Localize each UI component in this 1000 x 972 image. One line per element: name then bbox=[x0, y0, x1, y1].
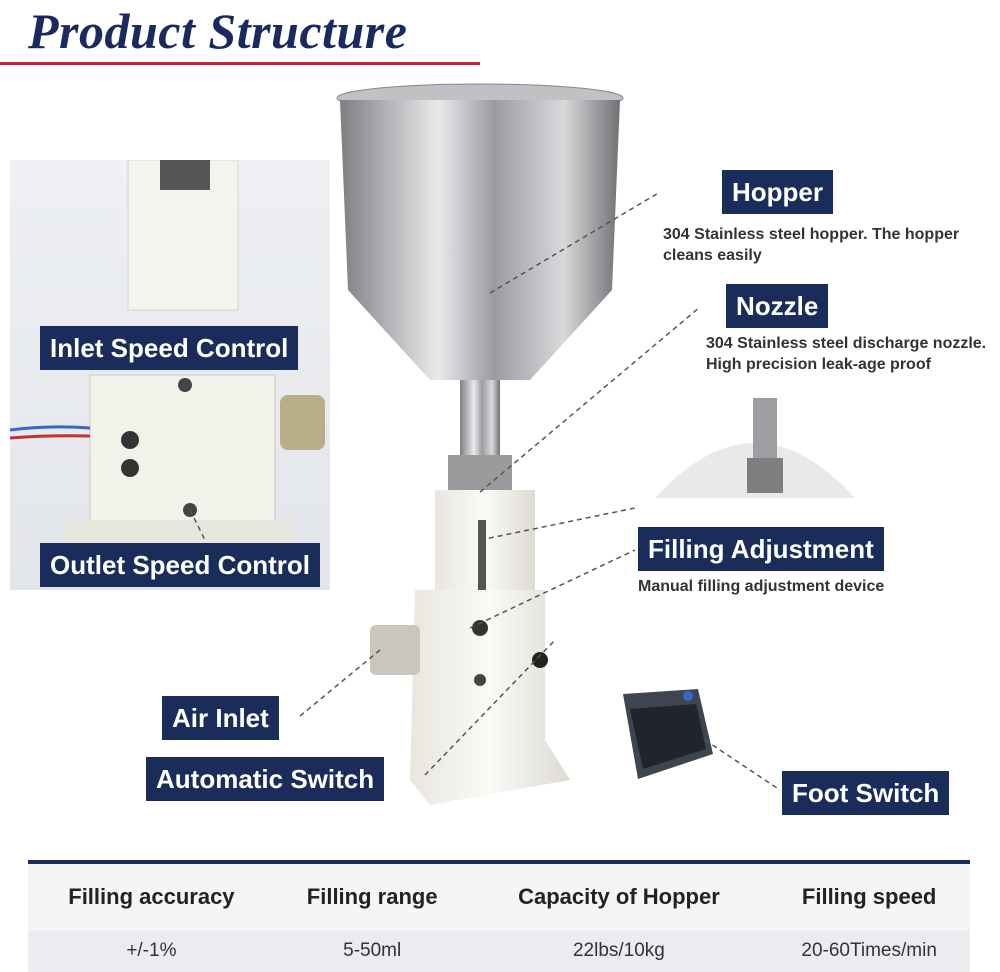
spec-header: Filling accuracy bbox=[28, 860, 275, 930]
nozzle-closeup bbox=[655, 398, 855, 498]
spec-header: Filling speed bbox=[768, 860, 970, 930]
inlet-speed-control-label: Inlet Speed Control bbox=[40, 326, 299, 370]
hopper-description: 304 Stainless steel hopper. The hopper c… bbox=[663, 226, 960, 264]
title-underline bbox=[0, 62, 480, 65]
air-inlet-label: Air Inlet bbox=[162, 696, 279, 740]
nozzle-label: Nozzle bbox=[726, 284, 829, 328]
nozzle-description: 304 Stainless steel discharge nozzle. Hi… bbox=[706, 335, 987, 373]
specs-table: Filling accuracy Filling range Capacity … bbox=[28, 860, 970, 972]
leader-lines bbox=[189, 191, 781, 791]
specs-header-row: Filling accuracy Filling range Capacity … bbox=[28, 860, 970, 930]
spec-value: 22lbs/10kg bbox=[469, 930, 769, 972]
spec-value: +/-1% bbox=[28, 930, 275, 972]
foot-switch-illustration bbox=[623, 689, 713, 779]
outlet-speed-control-label: Outlet Speed Control bbox=[40, 543, 320, 587]
inset-photo bbox=[9, 159, 330, 590]
spec-header: Capacity of Hopper bbox=[469, 860, 769, 930]
hopper-label: Hopper bbox=[722, 170, 833, 214]
page-title: Product Structure bbox=[28, 3, 408, 59]
filling-adjustment-label: Filling Adjustment bbox=[638, 527, 884, 571]
spec-header: Filling range bbox=[274, 860, 470, 930]
foot-switch-label: Foot Switch bbox=[782, 771, 950, 815]
spec-value: 20-60Times/min bbox=[768, 930, 970, 972]
specs-value-row: +/-1% 5-50ml 22lbs/10kg 20-60Times/min bbox=[28, 930, 970, 972]
automatic-switch-label: Automatic Switch bbox=[146, 757, 385, 801]
spec-value: 5-50ml bbox=[274, 930, 470, 972]
filling-machine-illustration bbox=[336, 83, 624, 805]
speed-control-illustration bbox=[9, 159, 325, 545]
filling-adjustment-description: Manual filling adjustment device bbox=[638, 578, 885, 595]
